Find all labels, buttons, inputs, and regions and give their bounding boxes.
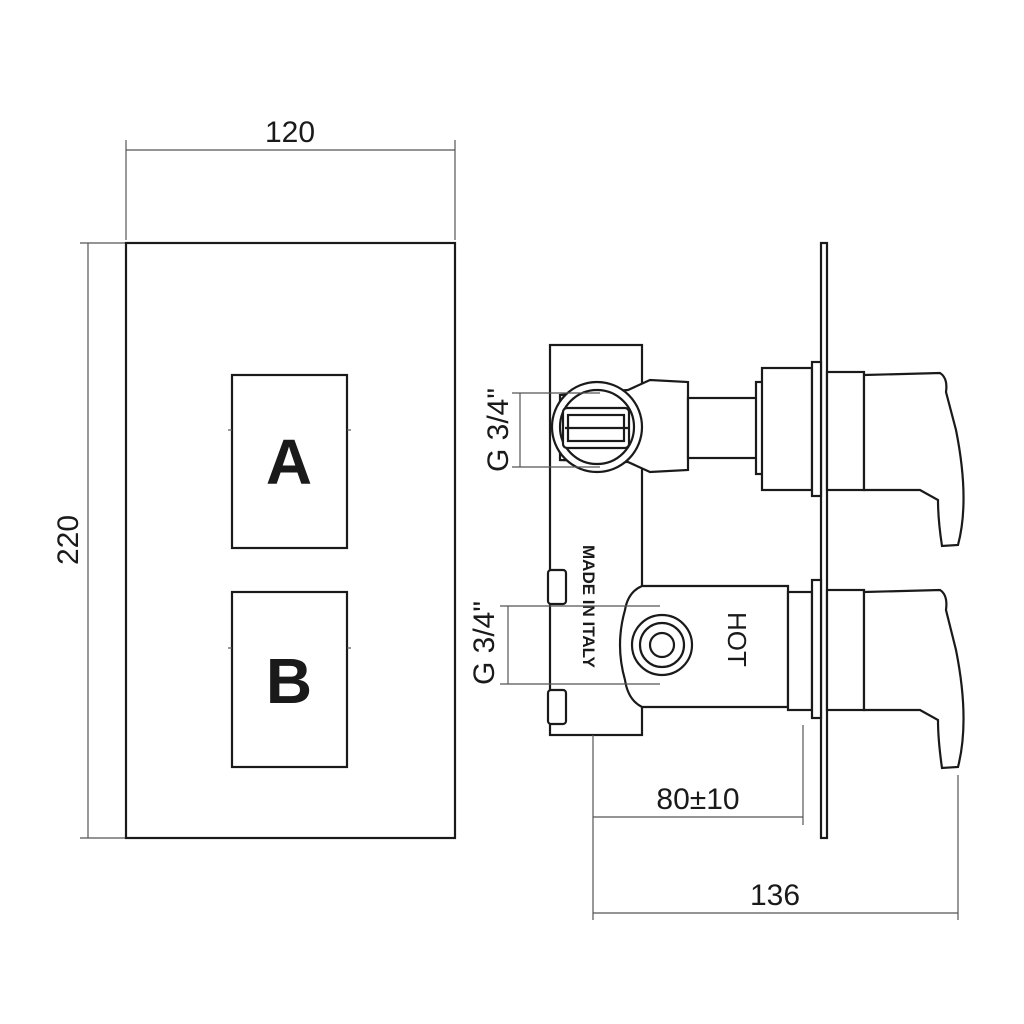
lower-connection-label: G 3/4" xyxy=(468,601,501,685)
front-height-label: 220 xyxy=(52,515,85,565)
front-width-label: 120 xyxy=(265,116,315,149)
front-view: 120 220 A B xyxy=(52,116,457,840)
upper-connection-dimension: G 3/4" xyxy=(482,388,600,472)
depth-adjust-label: 80±10 xyxy=(656,783,739,816)
lower-handle-lever xyxy=(862,588,965,770)
lower-fitting xyxy=(618,584,790,709)
front-width-dimension: 120 xyxy=(125,116,456,240)
upper-connection-label: G 3/4" xyxy=(482,388,515,472)
lower-spindle xyxy=(786,578,866,720)
front-height-dimension: 220 xyxy=(52,242,126,839)
clip-tab-upper xyxy=(546,568,568,606)
upper-handle-lever xyxy=(862,371,965,548)
button-b: B xyxy=(228,590,351,769)
depth-adjust-dimension: 80±10 xyxy=(592,725,804,920)
button-b-letter: B xyxy=(266,645,312,717)
side-view: MADE IN ITALY HOT G 3/4" G 3/4" 80±10 xyxy=(468,241,965,920)
made-in-italy-stamp: MADE IN ITALY xyxy=(579,545,598,668)
button-a-letter: A xyxy=(266,426,312,498)
wall-plate xyxy=(819,241,829,840)
hot-label: HOT xyxy=(722,612,752,667)
upper-fitting xyxy=(550,378,690,474)
total-depth-dimension: 136 xyxy=(593,775,959,920)
upper-spindle xyxy=(686,360,866,498)
clip-tab-lower xyxy=(546,688,568,726)
button-a: A xyxy=(228,373,351,550)
lower-connection-dimension: G 3/4" xyxy=(468,601,660,685)
total-depth-label: 136 xyxy=(750,879,800,912)
